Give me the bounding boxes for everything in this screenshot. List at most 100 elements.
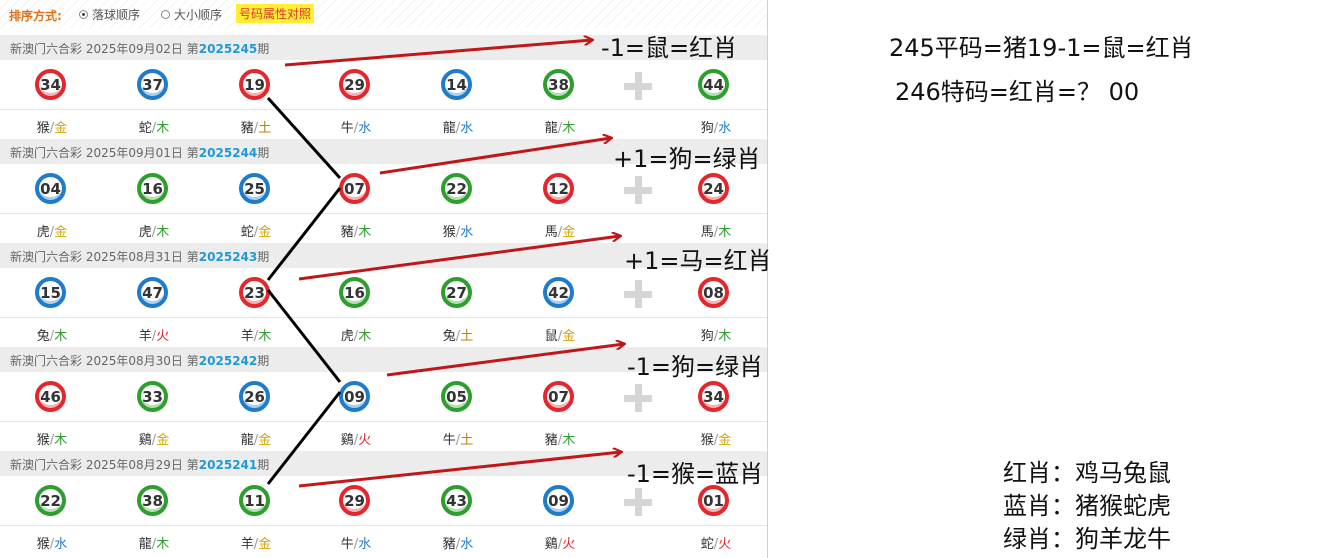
annotation-label: +1=狗=绿肖 xyxy=(613,145,761,173)
element: 木 xyxy=(54,329,68,344)
element: 水 xyxy=(54,537,68,552)
annotation-arrow xyxy=(386,344,624,377)
zodiac: 鷄 xyxy=(138,433,152,448)
zodiac: 牛 xyxy=(340,537,354,552)
element: 金 xyxy=(54,225,68,240)
zodiac: 蛇 xyxy=(138,121,152,136)
number-ball: 37 xyxy=(137,69,168,100)
element: 木 xyxy=(258,329,272,344)
zodiac-element-label: 豬/木 xyxy=(544,433,576,448)
zodiac: 豬 xyxy=(442,537,456,552)
zodiac-element-label: 蛇/金 xyxy=(240,225,272,240)
number-ball: 33 xyxy=(137,381,168,412)
ball-number: 27 xyxy=(446,284,467,302)
ball-number: 37 xyxy=(142,76,163,94)
element: 水 xyxy=(358,537,372,552)
zodiac-element-label: 鷄/金 xyxy=(138,433,170,448)
issue-number: 245 xyxy=(232,42,258,56)
issue-number: 244 xyxy=(232,146,258,160)
zodiac: 豬 xyxy=(240,121,254,136)
draw-title: 新澳门六合彩 2025年09月02日 第2025245期 xyxy=(10,40,269,57)
element: 金 xyxy=(258,537,272,552)
ball-number: 16 xyxy=(142,180,163,198)
zodiac-element-label: 狗/木 xyxy=(700,329,732,344)
element: 金 xyxy=(258,433,272,448)
number-ball: 19 xyxy=(239,69,270,100)
note-line-2: 246特码=红肖=？ 00 xyxy=(895,78,1140,106)
zodiac: 虎 xyxy=(36,225,50,240)
row-divider xyxy=(0,421,767,422)
zodiac-element-label: 龍/水 xyxy=(442,121,474,136)
sort-option-size-order-label: 大小顺序 xyxy=(174,8,223,22)
lottery-name: 新澳门六合彩 xyxy=(10,354,83,368)
radio-selected-icon xyxy=(79,10,88,19)
special-number-ball: 44 xyxy=(698,69,729,100)
legend-blue: 蓝肖：猪猴蛇虎 xyxy=(1003,492,1171,520)
zodiac-element-label: 鷄/火 xyxy=(544,537,576,552)
number-ball: 11 xyxy=(239,485,270,516)
zodiac: 羊 xyxy=(240,537,254,552)
sort-option-size-order[interactable]: 大小顺序 xyxy=(161,6,222,23)
row-divider xyxy=(0,525,767,526)
attribute-table-button[interactable]: 号码属性对照 xyxy=(236,4,315,23)
ball-number: 16 xyxy=(344,284,365,302)
zodiac-element-label: 牛/土 xyxy=(442,433,474,448)
zodiac-element-label: 虎/木 xyxy=(340,329,372,344)
ball-number: 24 xyxy=(703,180,724,198)
element: 土 xyxy=(258,121,272,136)
zodiac: 狗 xyxy=(700,329,714,344)
zodiac: 龍 xyxy=(544,121,558,136)
lottery-name: 新澳门六合彩 xyxy=(10,250,83,264)
zodiac: 龍 xyxy=(442,121,456,136)
number-ball: 23 xyxy=(239,277,270,308)
ball-number: 46 xyxy=(40,388,61,406)
draw-header: 新澳门六合彩 2025年09月01日 第2025244期 xyxy=(0,139,767,164)
zodiac-element-label: 猴/水 xyxy=(442,225,474,240)
draw-date: 2025年09月01日 xyxy=(85,146,183,160)
number-ball: 07 xyxy=(339,173,370,204)
element: 木 xyxy=(562,433,576,448)
zodiac-element-label: 虎/金 xyxy=(36,225,68,240)
zodiac: 鷄 xyxy=(544,537,558,552)
ball-number: 44 xyxy=(703,76,724,94)
zodiac-element-label: 牛/水 xyxy=(340,537,372,552)
issue-prefix: 第 xyxy=(186,42,199,56)
ball-number: 38 xyxy=(142,492,163,510)
ball-number: 34 xyxy=(40,76,61,94)
number-ball: 25 xyxy=(239,173,270,204)
issue-suffix: 期 xyxy=(257,354,270,368)
annotation-label: +1=马=红肖 xyxy=(624,247,772,275)
ball-number: 47 xyxy=(142,284,163,302)
issue-year: 2025 xyxy=(198,146,233,160)
annotation-label: -1=鼠=红肖 xyxy=(601,34,738,62)
zodiac-element-label: 虎/木 xyxy=(138,225,170,240)
zodiac-element-label: 狗/水 xyxy=(700,121,732,136)
element: 金 xyxy=(54,121,68,136)
draw-title: 新澳门六合彩 2025年08月29日 第2025241期 xyxy=(10,456,269,473)
ball-number: 15 xyxy=(40,284,61,302)
zodiac: 猴 xyxy=(442,225,456,240)
zodiac: 兔 xyxy=(442,329,456,344)
zodiac: 兔 xyxy=(36,329,50,344)
element: 火 xyxy=(718,537,732,552)
zodiac: 龍 xyxy=(240,433,254,448)
issue-year: 2025 xyxy=(198,42,233,56)
zodiac: 蛇 xyxy=(240,225,254,240)
ball-number: 05 xyxy=(446,388,467,406)
plus-icon xyxy=(624,176,652,204)
number-ball: 27 xyxy=(441,277,472,308)
plus-icon xyxy=(624,280,652,308)
issue-suffix: 期 xyxy=(257,458,270,472)
connector-line xyxy=(266,391,342,485)
number-ball: 09 xyxy=(543,485,574,516)
annotation-label: -1=狗=绿肖 xyxy=(627,353,764,381)
radio-icon xyxy=(161,10,170,19)
connector-line xyxy=(266,289,342,383)
sort-option-draw-order[interactable]: 落球顺序 xyxy=(79,6,140,23)
element: 金 xyxy=(718,433,732,448)
zodiac: 虎 xyxy=(138,225,152,240)
ball-number: 29 xyxy=(344,76,365,94)
number-ball: 42 xyxy=(543,277,574,308)
